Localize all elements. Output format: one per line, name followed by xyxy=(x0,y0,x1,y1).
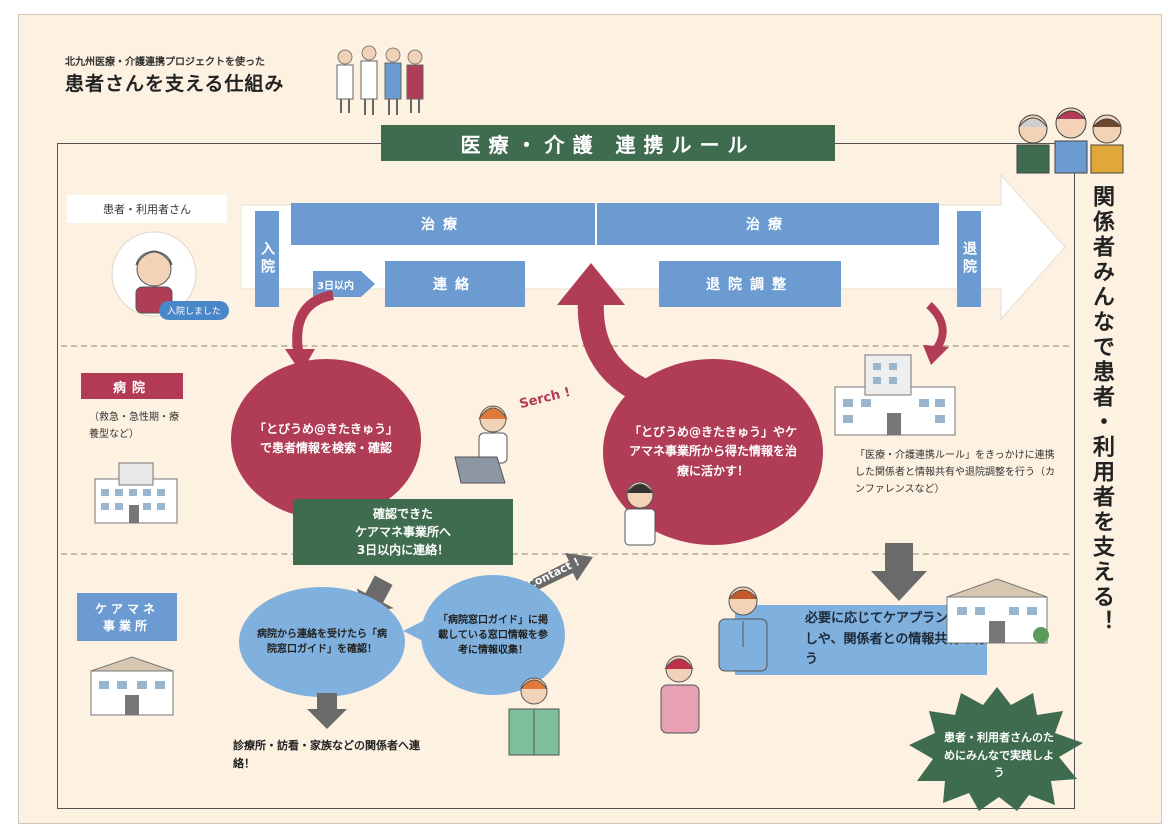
page-title: 患者さんを支える仕組み xyxy=(65,73,285,95)
treatment-box-1: 治療 xyxy=(291,203,595,245)
admitted-tag: 入院しました xyxy=(159,301,230,320)
right-vertical-slogan: 関係者みんなで患者・利用者を支える！ xyxy=(1089,185,1114,635)
divider-bottom xyxy=(61,553,1069,555)
bubble-pointer xyxy=(403,621,423,641)
banner-title: 医療・介護 連携ルール xyxy=(381,125,835,161)
guide-check-bubble: 病院から連絡を受けたら「病院窓口ガイド」を確認！ xyxy=(239,587,405,697)
three-days-label: 3日以内 xyxy=(317,281,354,292)
elderly-group-illustration xyxy=(1016,107,1124,174)
down-arrow-large xyxy=(871,543,927,601)
caremane-building-icon xyxy=(90,656,174,716)
hospital-building-right-icon xyxy=(834,354,956,436)
caremane-office-label: ケアマネ 事業所 xyxy=(77,593,177,641)
notify-line-2: ケアマネ事業所へ xyxy=(354,525,451,539)
contact-arrow xyxy=(521,553,593,595)
reading-caremanager-illustration xyxy=(508,677,560,756)
hospital-building-icon xyxy=(94,462,178,524)
patient-label: 患者・利用者さん xyxy=(67,195,227,223)
discharge-coordination-box: 退院調整 xyxy=(659,261,841,307)
admission-box: 入院 xyxy=(255,211,279,307)
care-plan-panel: 必要に応じてケアプランの見直しや、関係者との情報共有を行う xyxy=(735,605,987,675)
care-worker-female-illustration xyxy=(660,655,700,734)
medical-staff-illustration xyxy=(336,45,424,115)
discharge-box: 退院 xyxy=(957,211,981,307)
doctor-illustration xyxy=(624,481,656,546)
header-subtitle: 北九州医療・介護連携プロジェクトを使った xyxy=(65,57,265,68)
three-days-arrow xyxy=(313,271,375,297)
notify-line-3: 3日以内に連絡！ xyxy=(356,543,450,557)
contact-box: 連絡 xyxy=(385,261,525,307)
facility-building-icon xyxy=(946,578,1049,644)
notify-caremane-box: 確認できた ケアマネ事業所へ 3日以内に連絡！ xyxy=(293,499,513,565)
star-burst-shape xyxy=(909,687,1083,811)
hospital-label: 病院 xyxy=(81,373,183,399)
info-collection-bubble: 「病院窓口ガイド」に掲載している窓口情報を参考に情報収集！ xyxy=(421,575,565,695)
caremane-line-2: 事業所 xyxy=(102,619,151,633)
notify-line-1: 確認できた xyxy=(372,507,433,521)
discharge-conference-note: 「医療・介護連携ルール」をきっかけに連携した関係者と情報共有や退院調整を行う（カ… xyxy=(855,450,1055,495)
caremane-line-1: ケアマネ xyxy=(94,602,159,616)
contact-others-text: 診療所・訪看・家族などの関係者へ連絡！ xyxy=(233,739,420,770)
down-curve-arrow-right xyxy=(923,302,949,365)
search-info-bubble: 「とびうめ@きたきゅう」で患者情報を検索・確認 xyxy=(231,359,421,519)
care-manager-male-illustration xyxy=(718,586,768,672)
down-arrow-small xyxy=(307,693,347,729)
infographic: 北九州医療・介護連携プロジェクトを使った 患者さんを支える仕組み 医療・介護 連… xyxy=(18,14,1162,824)
star-burst-text: 患者・利用者さんのためにみんなで実践しよう xyxy=(944,731,1054,780)
divider-top xyxy=(61,345,1069,347)
treatment-box-2: 治療 xyxy=(597,203,939,245)
nurse-laptop-illustration xyxy=(454,405,508,484)
hospital-note: （救急・急性期・療養型など） xyxy=(89,412,179,440)
